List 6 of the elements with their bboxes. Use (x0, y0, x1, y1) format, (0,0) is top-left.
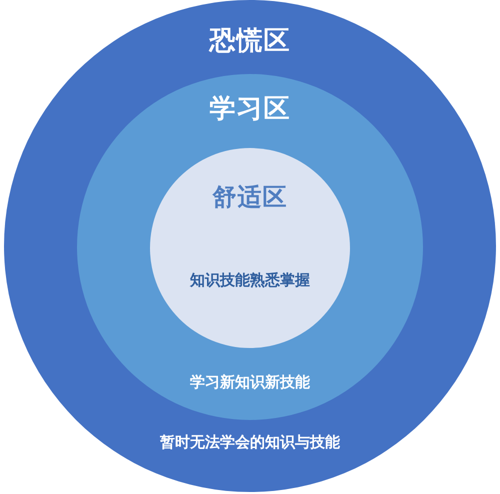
zone-description: 知识技能熟悉掌握 (190, 271, 310, 289)
zone-title: 恐慌区 (210, 26, 290, 58)
zone-description: 学习新知识新技能 (190, 373, 310, 391)
zone-title: 学习区 (210, 94, 290, 126)
zone-title: 舒适区 (212, 183, 288, 212)
zone-description: 暂时无法学会的知识与技能 (160, 433, 340, 451)
